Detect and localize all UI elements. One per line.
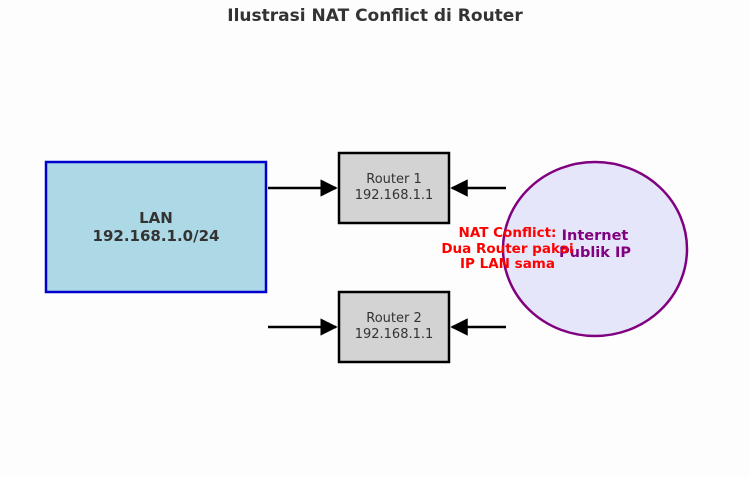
internet-name: Internet	[561, 228, 629, 244]
conflict-line2: Dua Router pakai	[441, 240, 574, 257]
internet-label: Internet Publik IP	[520, 228, 670, 263]
lan-label: LAN 192.168.1.0/24	[46, 162, 266, 292]
router1-label: Router 1 192.168.1.1	[339, 153, 449, 223]
router2-box	[337, 290, 451, 364]
router2-label: Router 2 192.168.1.1	[339, 292, 449, 362]
router1-box	[337, 151, 451, 225]
lan-name: LAN	[139, 209, 173, 227]
lan-subnet: 192.168.1.0/24	[92, 227, 220, 245]
router2-name: Router 2	[366, 311, 422, 327]
router2-ip: 192.168.1.1	[354, 327, 434, 342]
diagram-title: Ilustrasi NAT Conflict di Router	[227, 6, 523, 26]
conflict-line1: NAT Conflict:	[458, 225, 557, 241]
lan-box	[44, 160, 268, 294]
internet-circle	[501, 160, 689, 338]
router1-ip: 192.168.1.1	[354, 188, 434, 203]
conflict-line3: IP LAN sama	[460, 256, 555, 273]
router1-name: Router 1	[366, 172, 422, 188]
internet-ip: Publik IP	[559, 245, 631, 262]
conflict-annotation: NAT Conflict: Dua Router pakai IP LAN sa…	[425, 225, 590, 273]
